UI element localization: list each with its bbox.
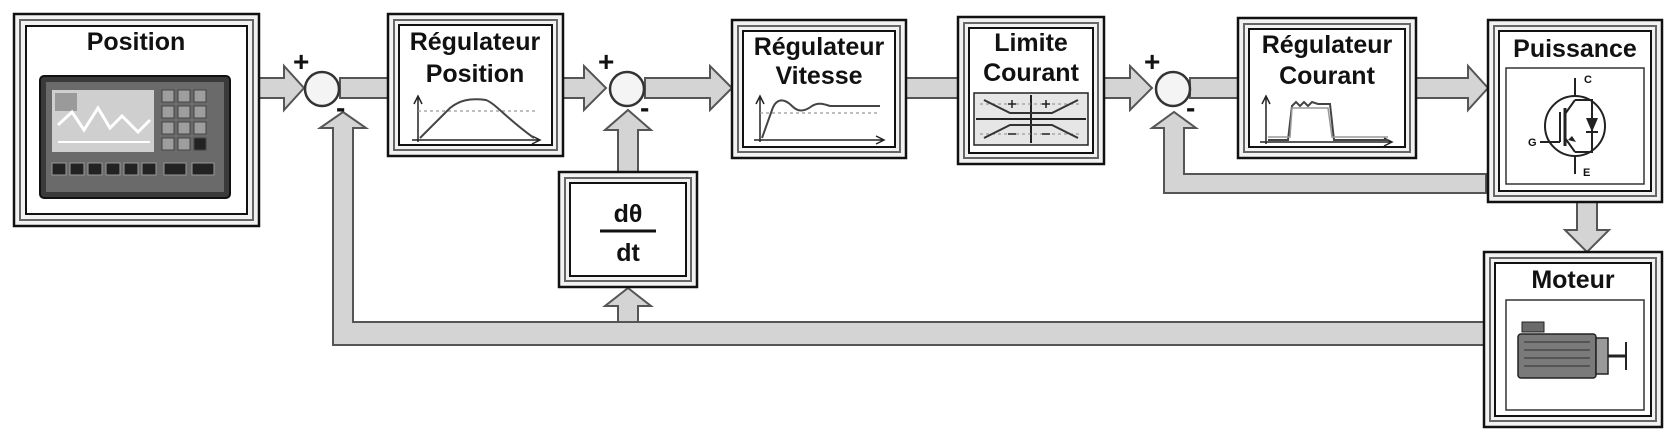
arrow-position-to-sum1	[257, 63, 306, 113]
plus-sign: +	[1144, 46, 1160, 77]
position-feedback-arrow	[316, 110, 1485, 346]
block-label-line1: Régulateur	[410, 28, 541, 56]
step-response-icon	[754, 94, 886, 145]
block-label-line1: Régulateur	[1262, 31, 1393, 59]
speed-feedback-arrow	[602, 108, 654, 173]
block-moteur-label: Moteur	[1531, 266, 1615, 294]
block-label-line2: Courant	[983, 59, 1080, 87]
block-position: Position	[12, 12, 261, 228]
motor-icon	[1505, 299, 1645, 411]
line-sum3-to-regcour	[1189, 77, 1239, 99]
current-profile-icon	[1260, 94, 1394, 147]
block-label-line2: Courant	[1279, 62, 1376, 90]
hmi-panel-icon	[39, 75, 231, 199]
line-regvit-to-limite	[904, 77, 959, 99]
block-regulateur-position: Régulateur Position	[386, 12, 565, 158]
derivative-input-arrow	[602, 286, 654, 323]
current-feedback-arrow	[1148, 110, 1487, 194]
igbt-gate-label: G	[1528, 137, 1537, 149]
derivative-numerator: dθ	[614, 200, 643, 228]
block-label-line1: Régulateur	[754, 33, 885, 61]
block-limite-courant: Limite Courant	[956, 15, 1106, 166]
summing-junction-current: + -	[1144, 46, 1195, 123]
current-limit-icon	[973, 92, 1089, 146]
igbt-icon: C G E	[1505, 67, 1645, 185]
summing-junction-position: + -	[293, 46, 345, 123]
block-derivative: dθ dt	[557, 170, 699, 289]
summing-junction-speed: + -	[598, 46, 649, 123]
block-regulateur-courant: Régulateur Courant	[1236, 16, 1418, 160]
igbt-collector-label: C	[1584, 74, 1592, 86]
block-moteur: Moteur	[1482, 250, 1664, 429]
block-position-label: Position	[87, 28, 186, 56]
block-puissance: Puissance C G E	[1486, 18, 1664, 204]
minus-sign: -	[640, 92, 649, 123]
line-sum1-to-regpos	[339, 77, 389, 99]
plus-sign: +	[293, 46, 309, 77]
block-label-line1: Limite	[994, 29, 1068, 57]
plus-sign: +	[598, 46, 614, 77]
igbt-emitter-label: E	[1583, 167, 1590, 179]
trapezoid-profile-icon	[412, 94, 542, 145]
minus-sign: -	[336, 92, 345, 123]
block-label-line2: Vitesse	[775, 62, 862, 90]
arrow-sum2-to-regvit	[644, 63, 734, 113]
arrow-regpos-to-sum2	[561, 63, 608, 113]
minus-sign: -	[1186, 92, 1195, 123]
arrow-regcour-to-puissance	[1414, 63, 1490, 113]
block-regulateur-vitesse: Régulateur Vitesse	[730, 18, 908, 160]
block-label-line2: Position	[426, 60, 525, 88]
arrow-limite-to-sum3	[1103, 63, 1154, 113]
derivative-denominator: dt	[616, 239, 640, 267]
block-puissance-label: Puissance	[1513, 35, 1637, 63]
power-to-motor-arrow	[1562, 200, 1612, 254]
